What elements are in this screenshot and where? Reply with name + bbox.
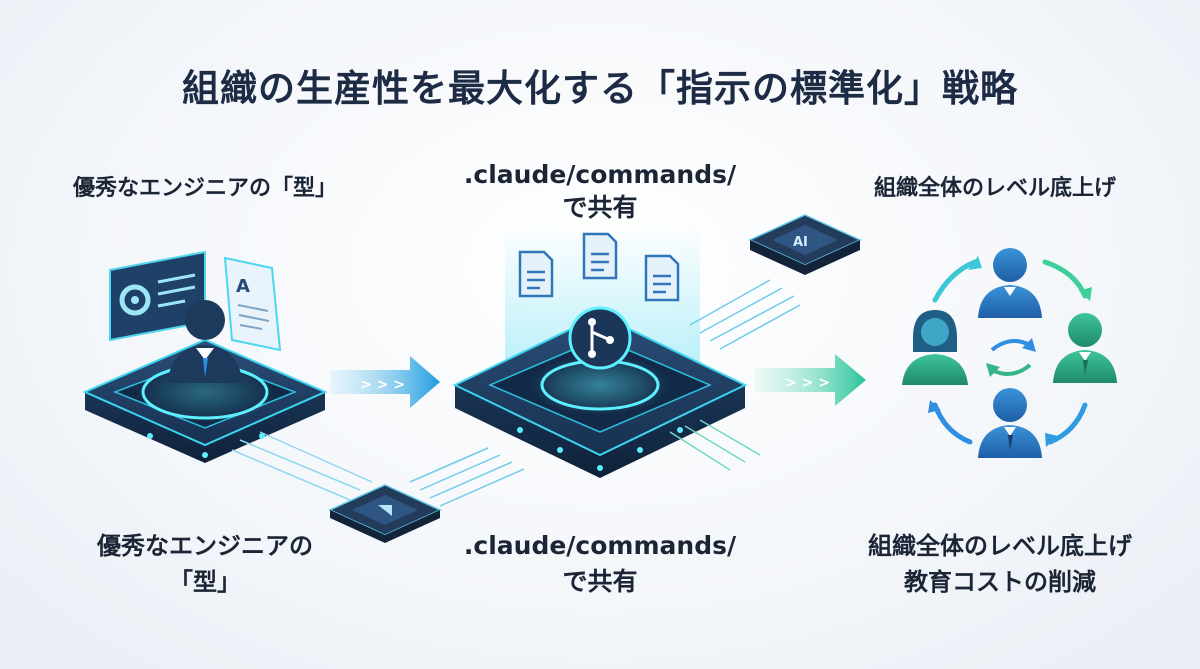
chip-label-ai: AI: [793, 235, 808, 250]
team-member-icon: [978, 248, 1042, 318]
label-org-level-up: 組織全体のレベル底上げ: [868, 532, 1132, 560]
git-platform: [452, 313, 748, 478]
team-member-icon: [1053, 313, 1117, 383]
label-engineer-pattern-bottom: 優秀なエンジニアの 「型」: [40, 528, 370, 600]
chip-icon: [328, 484, 442, 543]
connection-lines-out: [669, 419, 761, 471]
svg-text:> > >: > > >: [785, 375, 830, 391]
team-member-icon: [978, 388, 1042, 458]
connection-lines-left: [231, 431, 373, 501]
arrow-right-icon: > > >: [330, 356, 440, 408]
document-panel: A: [223, 256, 282, 352]
arrowheads: [928, 256, 1092, 447]
user-icon: [168, 300, 242, 383]
chip-icon: AI: [748, 214, 862, 275]
page-title: 組織の生産性を最大化する「指示の標準化」戦略: [182, 67, 1018, 110]
arrow-right-icon: > > >: [755, 354, 866, 406]
label-pattern: 「型」: [169, 568, 241, 596]
team-member-icon: [902, 310, 968, 385]
label-education-cost: 教育コストの削減: [904, 568, 1096, 596]
label-commands-path: .claude/commands/: [463, 160, 737, 189]
label-share-bottom: で共有: [562, 567, 638, 596]
label-commands-share-bottom: .claude/commands/ で共有: [435, 528, 765, 600]
label-commands-share-top: .claude/commands/ で共有: [435, 158, 765, 224]
label-share: で共有: [562, 193, 638, 222]
connection-lines-chip: [409, 447, 525, 507]
connection-lines-ai: [689, 279, 801, 350]
label-org-level-up-top: 組織全体のレベル底上げ: [873, 176, 1116, 201]
cycle-arrows-icon: [986, 338, 1036, 377]
label-org-level-up-bottom: 組織全体のレベル底上げ 教育コストの削減: [830, 528, 1170, 600]
document-icon: [582, 232, 618, 280]
label-commands-path-bottom: .claude/commands/: [463, 531, 737, 560]
label-engineer: 優秀なエンジニアの: [97, 532, 313, 560]
svg-text:> > >: > > >: [360, 377, 405, 393]
document-icon: A: [236, 276, 250, 297]
gear-icon: [119, 284, 151, 316]
git-icon: [568, 306, 632, 370]
document-icon: [644, 254, 680, 302]
document-icon: [518, 250, 554, 298]
label-engineer-pattern-top: 優秀なエンジニアの「型」: [72, 176, 337, 201]
